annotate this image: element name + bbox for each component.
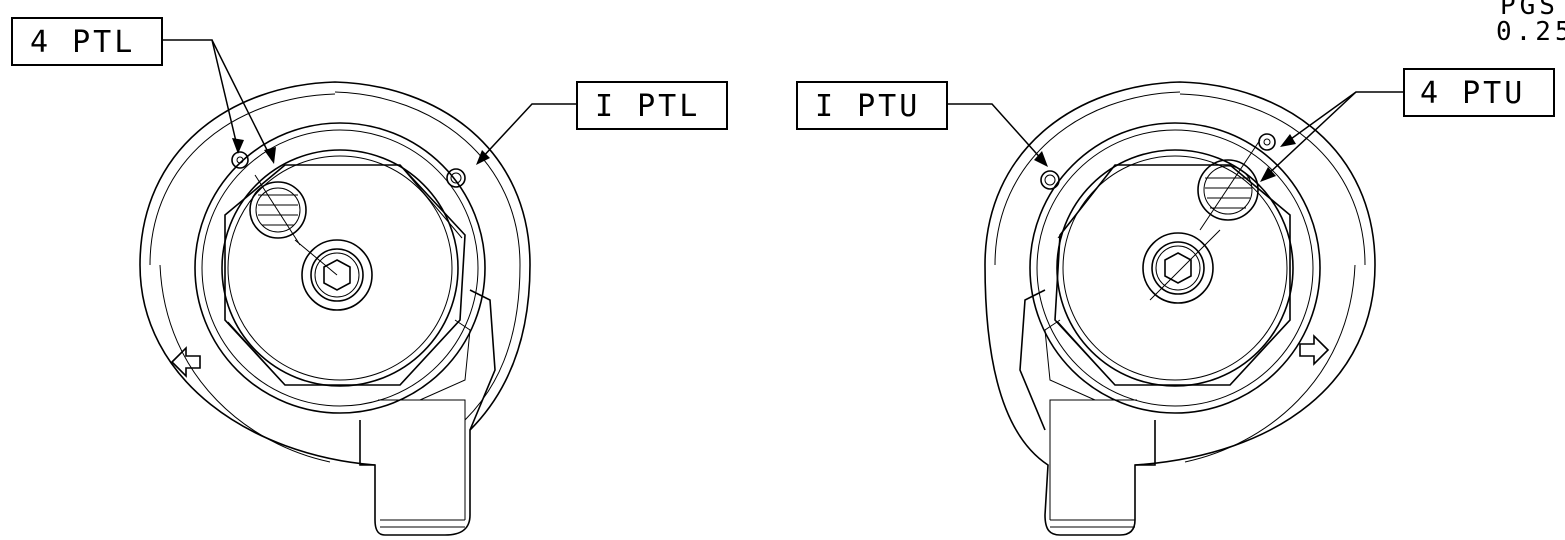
callout-4-ptl: 4 PTL	[11, 17, 276, 164]
corner-note-line2: 0.25	[1496, 17, 1565, 47]
callout-1-ptu-label: I PTU	[815, 89, 920, 124]
callout-4-ptu: 4 PTU	[1260, 68, 1555, 182]
callout-1-ptl-label: I PTL	[595, 89, 700, 124]
callout-4-ptl-label: 4 PTL	[30, 25, 135, 60]
corner-note-line1: PGS	[1500, 0, 1559, 21]
callout-1-ptu: I PTU	[796, 81, 1048, 167]
right-part-view	[984, 81, 1376, 536]
callout-1-ptl: I PTL	[476, 81, 728, 165]
callout-4-ptu-label: 4 PTU	[1420, 76, 1525, 111]
left-part-view	[139, 81, 531, 536]
